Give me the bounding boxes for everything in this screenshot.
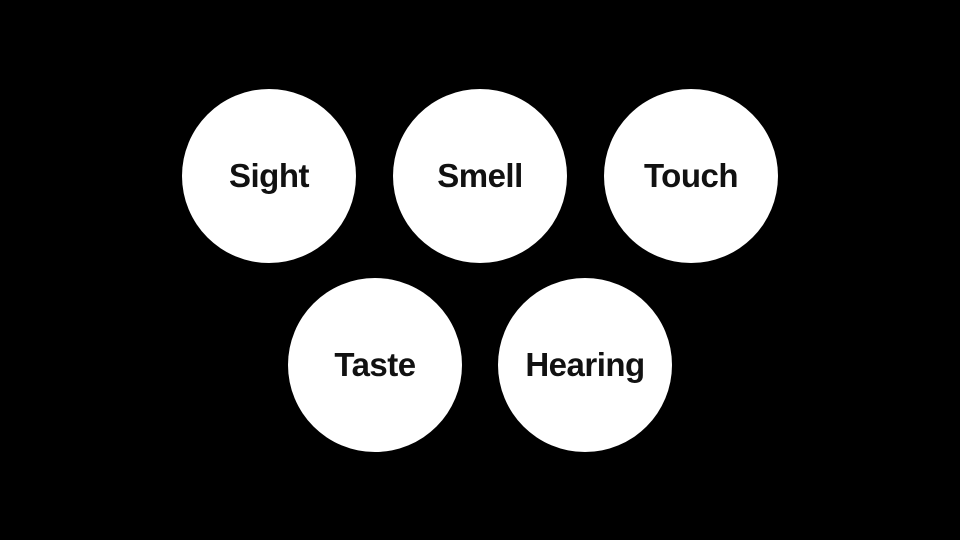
sense-circle-taste: Taste [288,278,462,452]
sense-label: Touch [643,157,739,194]
sense-label: Sight [229,157,309,194]
sense-label: Taste [334,346,416,383]
sense-label: Smell [437,157,523,194]
sense-circle-sight: Sight [182,89,356,263]
sense-label: Hearing [525,346,645,383]
sense-circle-touch: Touch [604,89,778,263]
sense-circle-smell: Smell [393,89,567,263]
sense-circle-hearing: Hearing [498,278,672,452]
